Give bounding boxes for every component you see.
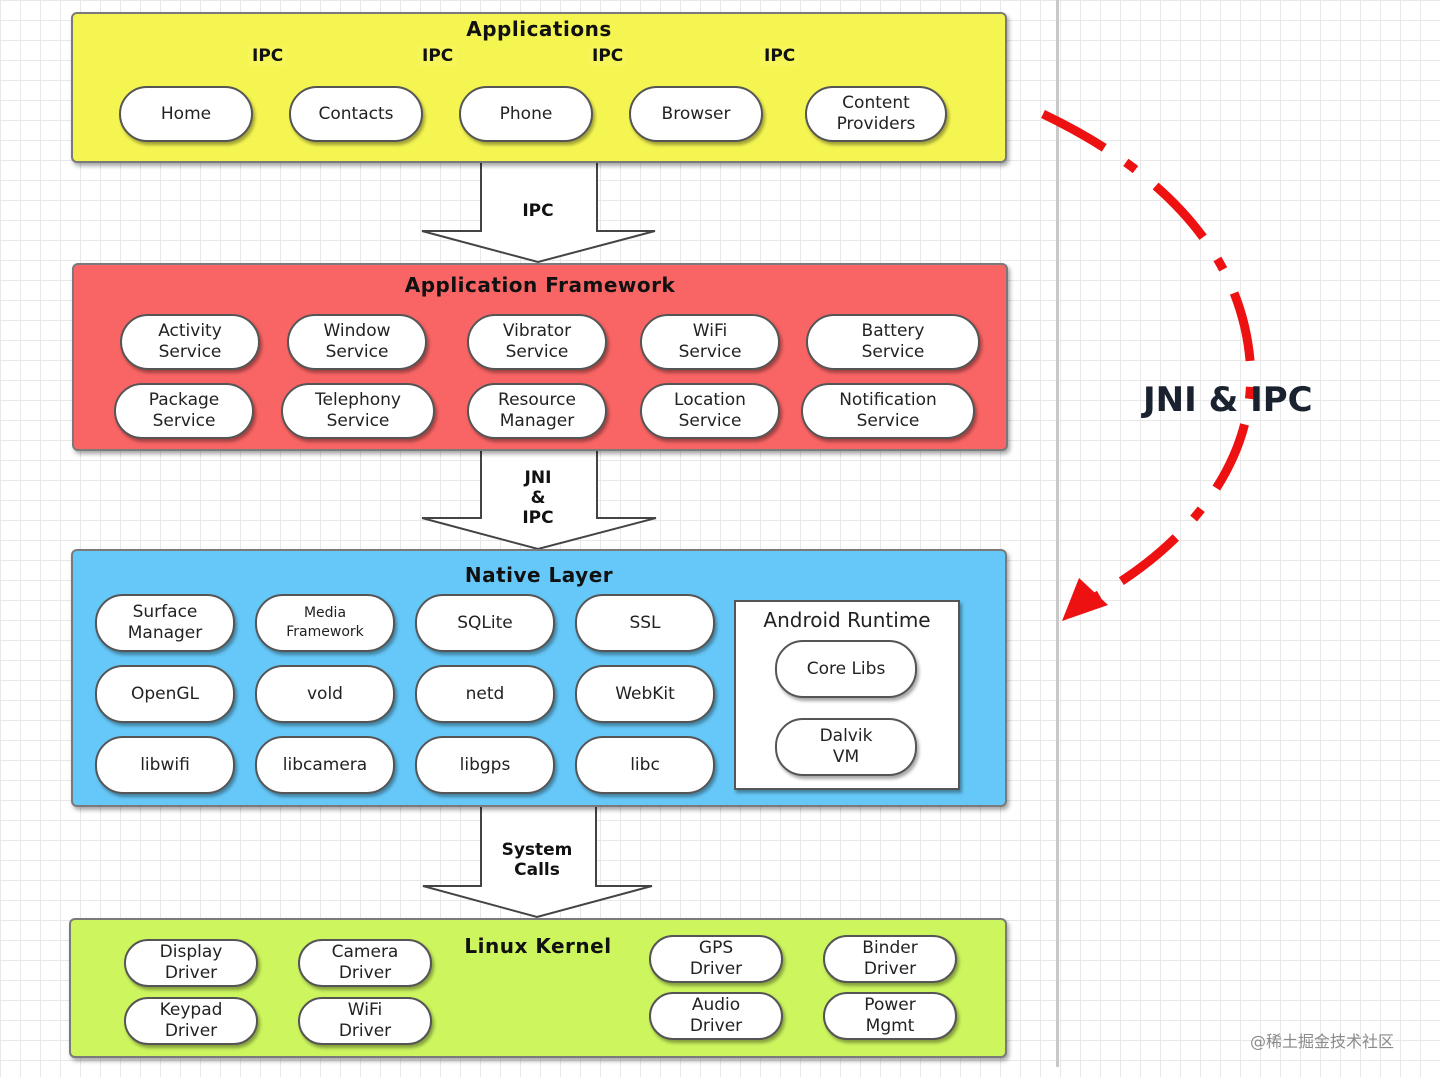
kernel-title: Linux Kernel (464, 934, 612, 958)
ipc-label-4: IPC (760, 46, 800, 66)
fw-package-service: Package Service (114, 383, 254, 439)
kernel-display-driver: Display Driver (124, 939, 258, 987)
jni-ipc-dashed-arrow (1041, 109, 1256, 604)
fw-telephony-service: Telephony Service (281, 383, 435, 439)
native-title: Native Layer (464, 563, 614, 587)
native-opengl: OpenGL (95, 665, 235, 723)
fw-window-service: Window Service (287, 314, 427, 370)
runtime-dalvik-vm: Dalvik VM (775, 718, 917, 776)
fw-notification-service: Notification Service (801, 383, 975, 439)
kernel-power-mgmt: Power Mgmt (823, 992, 957, 1040)
jni-ipc-arrowhead (1062, 578, 1108, 621)
native-media-framework: Media Framework (255, 594, 395, 652)
arrow-system-calls-label: System Calls (501, 840, 573, 880)
fw-battery-service: Battery Service (806, 314, 980, 370)
arrow-ipc-label: IPC (522, 201, 554, 221)
native-libwifi: libwifi (95, 736, 235, 794)
native-netd: netd (415, 665, 555, 723)
framework-title: Application Framework (404, 273, 676, 297)
native-libgps: libgps (415, 736, 555, 794)
ipc-label-1: IPC (248, 46, 288, 66)
kernel-camera-driver: Camera Driver (298, 939, 432, 987)
app-contacts: Contacts (289, 86, 423, 142)
native-surface-manager: Surface Manager (95, 594, 235, 652)
app-phone: Phone (459, 86, 593, 142)
fw-vibrator-service: Vibrator Service (467, 314, 607, 370)
arrow-system-calls (422, 805, 653, 919)
arrow-jni-ipc-label: JNI & IPC (522, 468, 554, 528)
fw-resource-manager: Resource Manager (467, 383, 607, 439)
runtime-core-libs: Core Libs (775, 640, 917, 698)
kernel-wifi-driver: WiFi Driver (298, 997, 432, 1045)
native-libcamera: libcamera (255, 736, 395, 794)
watermark: @稀土掘金技术社区 (1250, 1032, 1395, 1051)
jni-ipc-side-label: JNI & IPC (1143, 380, 1313, 420)
ipc-label-3: IPC (588, 46, 628, 66)
app-home: Home (119, 86, 253, 142)
fw-activity-service: Activity Service (120, 314, 260, 370)
native-libc: libc (575, 736, 715, 794)
kernel-keypad-driver: Keypad Driver (124, 997, 258, 1045)
fw-wifi-service: WiFi Service (640, 314, 780, 370)
native-ssl: SSL (575, 594, 715, 652)
arrow-jni-ipc (421, 448, 657, 551)
app-content-providers: Content Providers (805, 86, 947, 142)
native-sqlite: SQLite (415, 594, 555, 652)
arrow-ipc (421, 161, 656, 264)
kernel-audio-driver: Audio Driver (649, 992, 783, 1040)
ipc-label-2: IPC (418, 46, 458, 66)
fw-location-service: Location Service (640, 383, 780, 439)
app-browser: Browser (629, 86, 763, 142)
android-runtime-title: Android Runtime (763, 608, 931, 632)
applications-title: Applications (466, 17, 612, 41)
native-webkit: WebKit (575, 665, 715, 723)
canvas-divider (1056, 0, 1059, 1067)
native-vold: vold (255, 665, 395, 723)
kernel-binder-driver: Binder Driver (823, 935, 957, 983)
kernel-gps-driver: GPS Driver (649, 935, 783, 983)
